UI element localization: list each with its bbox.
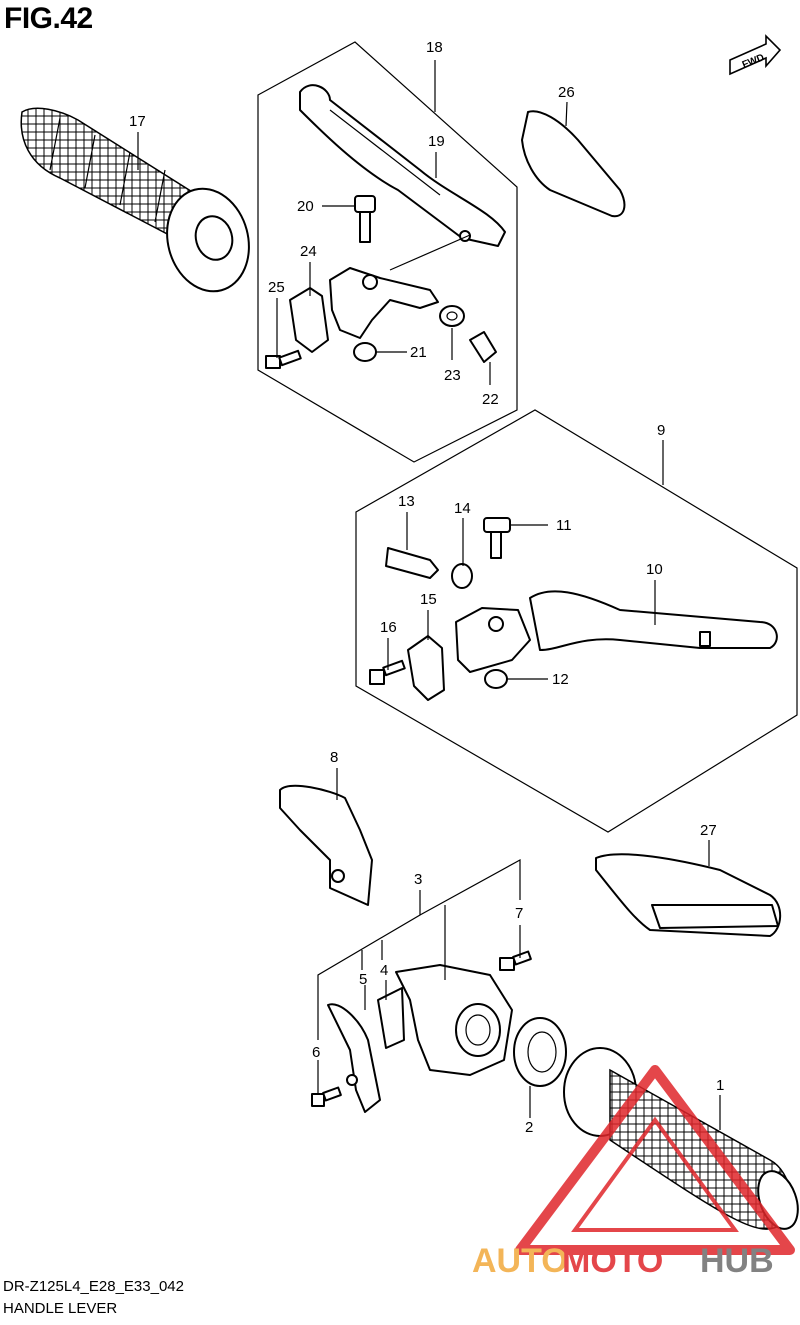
watermark-hub: HUB bbox=[700, 1242, 774, 1280]
callout-12: 12 bbox=[552, 671, 569, 688]
callout-6: 6 bbox=[312, 1044, 320, 1061]
part-22-adjuster[interactable] bbox=[469, 331, 497, 363]
callout-15: 15 bbox=[420, 591, 437, 608]
part-6-screw[interactable] bbox=[311, 1086, 342, 1107]
part-10-brake-lever[interactable] bbox=[529, 590, 778, 651]
part-4-housing-half[interactable] bbox=[377, 987, 405, 1049]
part-25-bolt[interactable] bbox=[265, 349, 302, 369]
part-26-lever-cover[interactable] bbox=[521, 110, 626, 218]
part-11-pivot-bolt[interactable] bbox=[483, 517, 511, 559]
part-27-lever-cover[interactable] bbox=[595, 853, 782, 937]
assembly-frame-9 bbox=[355, 409, 798, 833]
part-2-throttle-drum[interactable] bbox=[513, 1017, 567, 1087]
part-3-throttle-housing[interactable] bbox=[395, 964, 513, 1076]
callout-5: 5 bbox=[359, 971, 367, 988]
figure-name: HANDLE LEVER bbox=[3, 1300, 118, 1317]
callout-21: 21 bbox=[410, 344, 427, 361]
callout-labels: 17 18 19 20 24 25 21 23 22 26 9 13 14 11… bbox=[129, 39, 724, 1136]
assembly-frame-18 bbox=[257, 41, 518, 463]
callout-25: 25 bbox=[268, 279, 285, 296]
part-7-screw[interactable] bbox=[499, 950, 532, 971]
leader-lines bbox=[137, 60, 721, 1130]
callout-18: 18 bbox=[426, 39, 443, 56]
callout-26: 26 bbox=[558, 84, 575, 101]
watermark-logo: AUTO MOTO HUB bbox=[472, 1065, 795, 1280]
part-5-housing-cover[interactable] bbox=[327, 1003, 381, 1113]
part-17-left-grip[interactable] bbox=[20, 107, 260, 300]
callout-4: 4 bbox=[380, 962, 388, 979]
callout-1: 1 bbox=[716, 1077, 724, 1094]
part-12-nut[interactable] bbox=[484, 669, 508, 689]
figure-title: FIG.42 bbox=[4, 2, 93, 35]
callout-8: 8 bbox=[330, 749, 338, 766]
callout-23: 23 bbox=[444, 367, 461, 384]
model-code: DR-Z125L4_E28_E33_042 bbox=[3, 1278, 184, 1295]
callout-11: 11 bbox=[556, 517, 572, 534]
part-21-nut[interactable] bbox=[353, 342, 377, 362]
part-14-nut[interactable] bbox=[451, 563, 473, 589]
callout-17: 17 bbox=[129, 113, 146, 130]
callout-9: 9 bbox=[657, 422, 665, 439]
callout-7: 7 bbox=[515, 905, 523, 922]
part-20-bolt[interactable] bbox=[354, 195, 376, 243]
watermark-triangle-icon bbox=[515, 1065, 795, 1255]
part-13-adjuster-bolt[interactable] bbox=[385, 547, 439, 579]
callout-22: 22 bbox=[482, 391, 499, 408]
clutch-lever-holder[interactable] bbox=[329, 234, 471, 339]
part-23-washer[interactable] bbox=[439, 305, 465, 327]
callout-13: 13 bbox=[398, 493, 415, 510]
watermark-auto: AUTO bbox=[472, 1242, 568, 1280]
callout-27: 27 bbox=[700, 822, 717, 839]
callout-16: 16 bbox=[380, 619, 397, 636]
part-19-clutch-lever[interactable] bbox=[299, 84, 506, 247]
watermark-moto: MOTO bbox=[562, 1242, 663, 1280]
part-24-clamp[interactable] bbox=[289, 287, 329, 353]
brake-lever-holder[interactable] bbox=[455, 607, 531, 673]
callout-14: 14 bbox=[454, 500, 471, 517]
callout-24: 24 bbox=[300, 243, 317, 260]
callout-2: 2 bbox=[525, 1119, 533, 1136]
part-15-clamp[interactable] bbox=[407, 635, 445, 701]
part-16-bolt[interactable] bbox=[369, 659, 406, 685]
callout-3: 3 bbox=[414, 871, 422, 888]
callout-10: 10 bbox=[646, 561, 663, 578]
part-8-throttle-cable-guide[interactable] bbox=[279, 784, 373, 906]
callout-19: 19 bbox=[428, 133, 445, 150]
callout-20: 20 bbox=[297, 198, 314, 215]
fwd-arrow-icon: FWD bbox=[729, 34, 782, 76]
